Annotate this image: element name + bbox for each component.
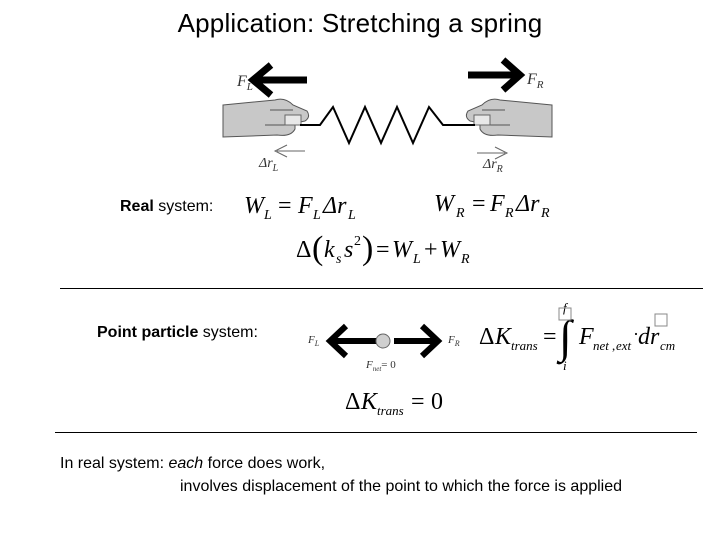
svg-text:0: 0 xyxy=(431,389,443,415)
svg-text:Δr: Δr xyxy=(322,193,347,219)
svg-text:=: = xyxy=(376,237,390,263)
left-hand-icon xyxy=(222,98,310,138)
svg-text:W: W xyxy=(440,237,462,263)
force-right-label: FR xyxy=(526,71,544,91)
page-title: Application: Stretching a spring xyxy=(177,8,543,38)
real-system-label: Real system: xyxy=(120,198,214,215)
force-right-arrow-icon xyxy=(468,57,526,93)
right-hand-icon xyxy=(465,98,553,138)
svg-text:R: R xyxy=(460,252,470,267)
svg-text:R: R xyxy=(540,206,550,221)
svg-text:L: L xyxy=(347,208,356,223)
separator-line xyxy=(55,432,697,433)
svg-text:W: W xyxy=(244,193,266,219)
svg-text:=: = xyxy=(472,191,486,217)
svg-text:=: = xyxy=(411,389,425,415)
svg-text:): ) xyxy=(362,230,373,267)
placeholder-box-icon xyxy=(558,307,572,321)
footer-line-1: In real system: each force does work, xyxy=(60,455,326,472)
disp-right-label: ΔrR xyxy=(482,157,503,175)
svg-text:F: F xyxy=(489,191,505,217)
svg-text:trans: trans xyxy=(511,338,538,353)
svg-text:=: = xyxy=(543,324,557,350)
eq-energy: Δ ( k s s 2 ) = W L + W R xyxy=(296,230,470,267)
svg-text:Δ: Δ xyxy=(479,324,494,350)
svg-text:L: L xyxy=(263,208,272,223)
force-left-label: FL xyxy=(236,73,253,93)
eq-integral: Δ K trans = ∫ f i F net , ext · dr cm xyxy=(479,300,675,373)
svg-text:s: s xyxy=(344,237,353,263)
disp-left-arrow-icon xyxy=(273,144,305,158)
svg-text:s: s xyxy=(336,252,342,267)
svg-text:k: k xyxy=(324,237,335,263)
eq-result: Δ K trans = 0 xyxy=(345,389,443,418)
svg-text:=: = xyxy=(278,193,292,219)
real-system-equations: W L = F L Δr L W R = F R Δr R Δ ( k s s … xyxy=(244,191,550,267)
svg-text:cm: cm xyxy=(660,338,675,353)
svg-text:F: F xyxy=(578,324,594,350)
svg-text:2: 2 xyxy=(354,234,361,249)
footer-line-2: involves displacement of the point to wh… xyxy=(180,478,623,495)
svg-text:,: , xyxy=(612,338,615,353)
force-left-arrow-icon xyxy=(247,62,307,98)
svg-text:Δr: Δr xyxy=(515,191,540,217)
svg-text:R: R xyxy=(455,206,465,221)
svg-text:+: + xyxy=(424,237,438,263)
svg-text:trans: trans xyxy=(377,403,404,418)
svg-text:F: F xyxy=(297,193,313,219)
svg-text:dr: dr xyxy=(638,324,660,350)
svg-text:K: K xyxy=(494,324,513,350)
svg-text:ext: ext xyxy=(616,338,632,353)
svg-text:i: i xyxy=(563,358,567,373)
svg-text:Δ: Δ xyxy=(296,237,311,263)
eq-work-left: W L = F L Δr L xyxy=(244,193,356,223)
disp-right-arrow-icon xyxy=(477,146,509,160)
pp-force-left-arrow-icon xyxy=(325,323,376,359)
svg-text:Δ: Δ xyxy=(345,389,360,415)
svg-text:L: L xyxy=(312,208,321,223)
svg-text:K: K xyxy=(360,389,379,415)
placeholder-box-icon xyxy=(654,313,668,327)
pp-force-right-label: FR xyxy=(447,334,460,348)
pp-force-right-arrow-icon xyxy=(394,323,443,359)
svg-text:R: R xyxy=(504,206,514,221)
point-particle-diagram: FL FR Fnet= 0 xyxy=(307,323,460,373)
svg-text:W: W xyxy=(392,237,414,263)
point-particle-label: Point particle system: xyxy=(97,324,258,341)
spring-figure: FL FR ΔrL ΔrR xyxy=(222,57,553,175)
spring-coil xyxy=(300,104,475,146)
svg-text:∫: ∫ xyxy=(556,311,574,365)
particle-dot-icon xyxy=(375,333,391,349)
svg-text:net: net xyxy=(593,338,609,353)
fnet-label: Fnet= 0 xyxy=(365,359,396,373)
pp-force-left-label: FL xyxy=(307,334,320,348)
svg-text:L: L xyxy=(412,252,421,267)
svg-text:(: ( xyxy=(312,230,323,267)
svg-text:W: W xyxy=(434,191,456,217)
eq-work-right: W R = F R Δr R xyxy=(434,191,550,221)
svg-text:·: · xyxy=(633,324,639,344)
disp-left-label: ΔrL xyxy=(258,156,279,174)
separator-line xyxy=(60,288,703,289)
